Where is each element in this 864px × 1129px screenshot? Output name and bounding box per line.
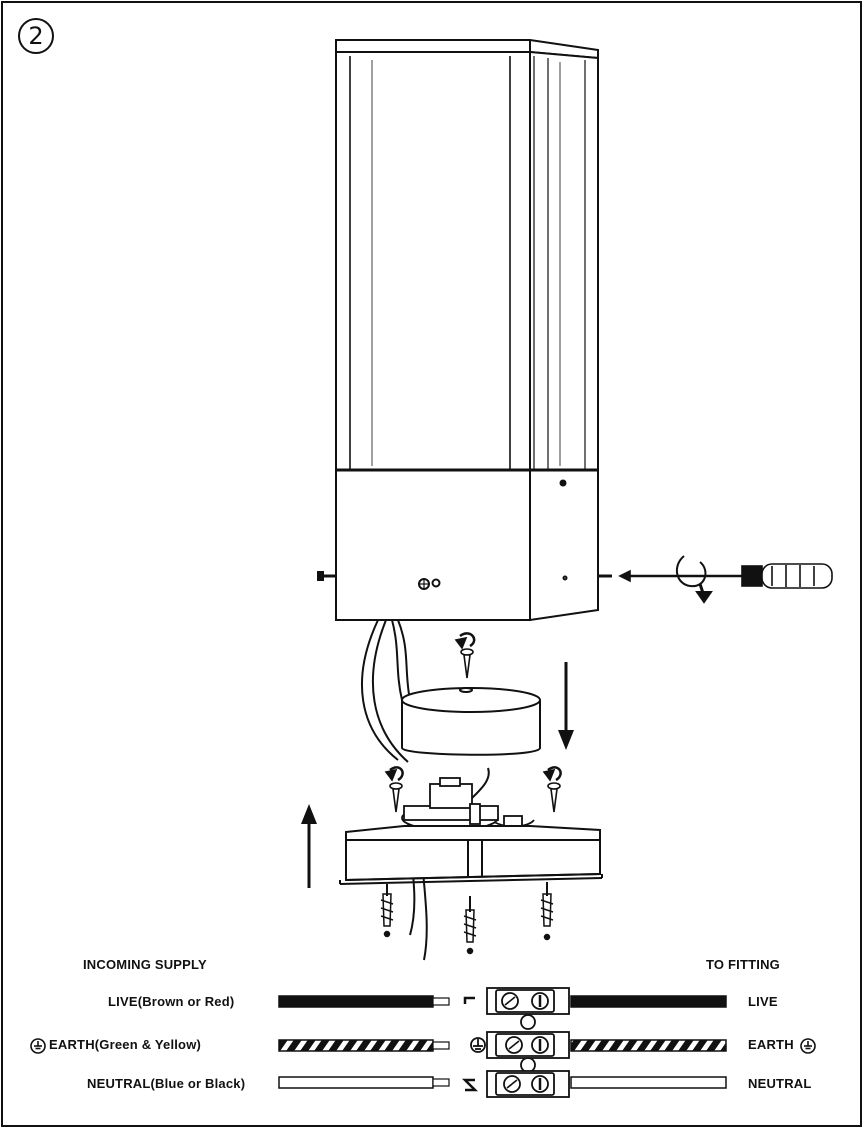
- step-number-icon: 2: [18, 18, 54, 54]
- earth-fitting-wire: [570, 1039, 727, 1052]
- live-incoming-label: LIVE(Brown or Red): [108, 994, 235, 1009]
- terminal-mark-live: [463, 996, 475, 1004]
- earth-fitting-label: EARTH: [748, 1037, 794, 1052]
- wall-plug-icon: [380, 882, 554, 955]
- live-fitting-label: LIVE: [748, 994, 778, 1009]
- screw-icon: [384, 632, 562, 813]
- incoming-supply-heading: INCOMING SUPPLY: [83, 957, 207, 972]
- earth-symbol-icon: [30, 1038, 46, 1054]
- terminal-mark-neutral: [461, 1078, 479, 1092]
- rotate-arrow-icon: [675, 555, 713, 604]
- terminal-mark-earth-icon: [470, 1037, 486, 1053]
- up-arrow-icon: [301, 804, 317, 888]
- base-plate: [339, 825, 603, 885]
- earth-symbol-icon: [800, 1038, 816, 1054]
- terminal-block: [486, 987, 570, 1098]
- neutral-incoming-wire: [278, 1076, 434, 1089]
- neutral-fitting-label: NEUTRAL: [748, 1076, 812, 1091]
- earth-incoming-wire: [278, 1039, 434, 1052]
- live-incoming-wire: [278, 995, 434, 1008]
- wiring-diagram: [278, 987, 727, 1098]
- screwdriver-icon: [618, 563, 833, 589]
- cover-drum: [401, 687, 541, 756]
- neutral-incoming-label: NEUTRAL(Blue or Black): [87, 1076, 246, 1091]
- to-fitting-heading: TO FITTING: [706, 957, 780, 972]
- live-fitting-wire: [570, 995, 727, 1008]
- neutral-fitting-wire: [570, 1076, 727, 1089]
- lamp-head: [317, 39, 612, 622]
- down-arrow-icon: [558, 662, 574, 750]
- earth-incoming-label: EARTH(Green & Yellow): [49, 1037, 202, 1052]
- terminal-assembly: [401, 777, 535, 831]
